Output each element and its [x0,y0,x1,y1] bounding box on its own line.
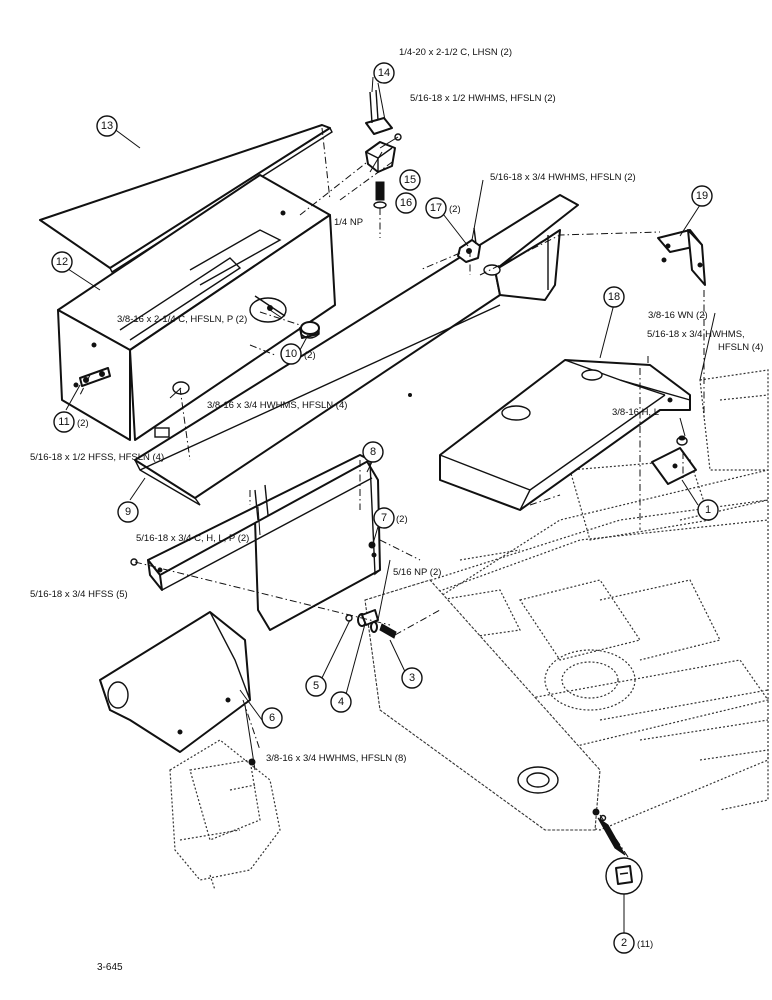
callout-7-number: 7 [381,512,387,524]
callout-1-number: 1 [705,504,711,516]
callout-10: 10 (2) [280,343,316,365]
hardware-notes: 1/4-20 x 2-1/2 C, LHSN (2) 5/16-18 x 1/2… [30,47,763,764]
callout-18-number: 18 [608,291,620,303]
callout-5-number: 5 [313,680,319,692]
callout-14: 14 [373,62,395,84]
mount-plate [651,435,697,485]
note-cap-screw-channel: 5/16-18 x 3/4 C, H, L, P (2) [136,533,249,544]
cowl-shield [439,359,691,511]
callout-7: 7 (2) [373,507,408,529]
callout-14-number: 14 [378,67,390,79]
note-nut-plate: 5/16 NP (2) [393,567,441,578]
angle-bracket [657,229,706,286]
callout-11-number: 11 [58,416,69,428]
note-hwhms-half: 5/16-18 x 1/2 HWHMS, HFSLN (2) [410,93,556,104]
callout-17-number: 17 [430,202,442,214]
callout-6: 6 [261,707,283,729]
callout-leaders [61,76,716,935]
front-shield [99,611,251,753]
callout-16-number: 16 [400,197,412,209]
callout-8-number: 8 [370,446,376,458]
callout-17-qty: (2) [449,204,461,215]
note-hwhms-box: 3/8-16 x 3/4 HWHMS, HFSLN (4) [207,400,347,411]
callout-13-number: 13 [101,120,113,132]
callout-6-number: 6 [269,712,275,724]
callout-2-number: 2 [621,937,627,949]
storage-box [57,174,336,441]
bumper [300,321,320,339]
callout-1: 1 [697,499,719,521]
note-hwhms-three-quarter: 5/16-18 x 3/4 HWHMS, HFSLN (2) [490,172,636,183]
note-wn: 3/8-16 WN (2) [648,310,708,321]
tractor-frame [359,369,769,831]
callout-9: 9 [117,501,139,523]
callout-10-qty: (2) [304,350,316,361]
callout-15-number: 15 [404,174,416,186]
detail-square-nut [597,817,643,895]
callout-11: 11 (2) [53,411,89,433]
note-hfss-box: 5/16-18 x 1/2 HFSS, HFSLN (4) [30,452,164,463]
callout-19-number: 19 [696,190,708,202]
callout-2: 2 (11) [613,932,653,954]
callout-5: 5 [305,675,327,697]
callout-12: 12 [51,251,73,273]
lid-panel [39,124,333,274]
callout-4-number: 4 [338,696,344,708]
callout-4: 4 [330,691,352,713]
note-np: 1/4 NP [334,217,363,228]
callout-3-number: 3 [409,672,415,684]
note-hex-nut: 3/8-16 H, L [612,407,659,418]
callout-17: 17 (2) [425,197,461,219]
note-lhsn-screw: 1/4-20 x 2-1/2 C, LHSN (2) [399,47,512,58]
callout-11-qty: (2) [77,418,89,429]
callout-16: 16 [395,192,417,214]
callout-2-qty: (11) [637,939,653,950]
callout-9-number: 9 [125,506,131,518]
callout-10-number: 10 [285,348,297,360]
note-hwhms-front: 3/8-16 x 3/4 HWHMS, HFSLN (8) [266,753,406,764]
callout-18: 18 [603,286,625,308]
callout-7-qty: (2) [396,514,408,525]
callout-3: 3 [401,667,423,689]
fastener-stack [130,558,607,822]
alignment-lines [79,127,705,861]
note-hwhms-right-1: 5/16-18 x 3/4 HWHMS, [647,329,745,340]
callout-8: 8 [362,441,384,463]
clamp-hardware [365,89,402,209]
note-hwhms-right-2: HFSLN (4) [718,342,763,353]
callout-15: 15 [399,169,421,191]
lower-left-bracket [169,739,281,891]
note-cap-screw-box: 3/8-16 x 2-1/4 C, HFSLN, P (2) [117,314,247,325]
note-hfss-channel: 5/16-18 x 3/4 HFSS (5) [30,589,128,600]
callout-19: 19 [691,185,713,207]
side-plate [364,579,601,831]
callout-12-number: 12 [56,256,68,268]
latch [457,227,481,263]
callout-13: 13 [96,115,118,137]
figure-reference: 3-645 [97,962,123,973]
